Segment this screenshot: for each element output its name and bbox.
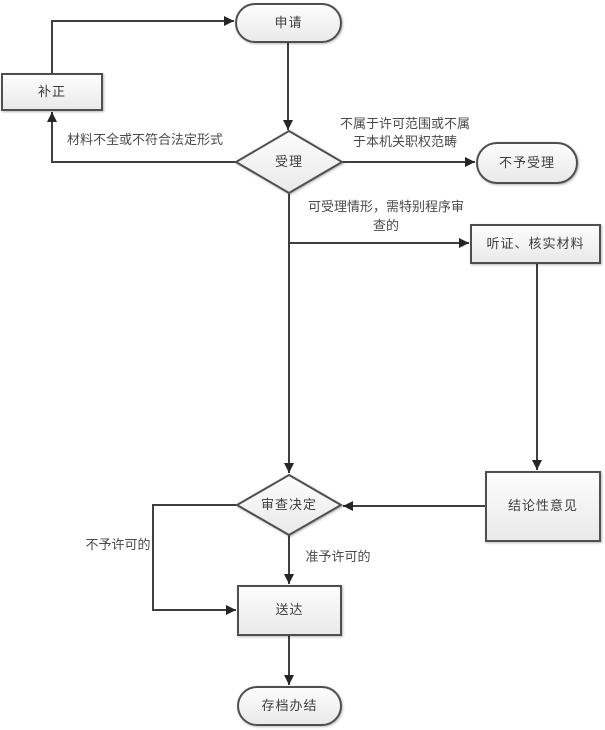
edge-label-out-of-scope: 不属于许可范围或不属于本机关职权范畴	[339, 117, 470, 150]
edge-accept-correction	[47, 112, 237, 163]
node-deliver-label: 送达	[275, 603, 304, 618]
edge-label-granted: 准予许可的	[305, 550, 371, 565]
edge-label-incomplete: 材料不全或不符合法定形式	[66, 133, 223, 148]
node-review-shape	[234, 473, 344, 537]
node-reject-shape	[476, 142, 578, 184]
node-review-label: 审查决定	[260, 497, 317, 513]
node-accept-label: 受理	[274, 154, 303, 170]
node-deliver-shape	[237, 585, 342, 636]
node-correction-label: 补正	[37, 84, 66, 100]
edge-correction-apply	[51, 16, 234, 74]
node-hearing-shape	[470, 224, 601, 264]
node-apply-label: 申请	[274, 15, 303, 31]
edge-label-denied: 不予许可的	[85, 538, 151, 553]
node-hearing-label: 听证、核实材料	[486, 236, 585, 252]
edge-label-special-procedure: 可受理情形，需特别程序审查的	[307, 200, 464, 234]
node-correction-shape	[1, 73, 103, 111]
node-reject-label: 不予受理	[498, 155, 555, 171]
edge-review-deliver-denied	[152, 504, 237, 615]
node-apply-shape	[235, 3, 342, 43]
node-conclusion-shape	[485, 471, 601, 542]
node-archive-label: 存档办结	[261, 698, 318, 714]
connector-group	[47, 16, 542, 685]
shape-group	[1, 3, 601, 726]
node-conclusion-label: 结论性意见	[507, 499, 578, 514]
node-accept-shape	[234, 129, 344, 195]
node-archive-shape	[237, 686, 342, 726]
